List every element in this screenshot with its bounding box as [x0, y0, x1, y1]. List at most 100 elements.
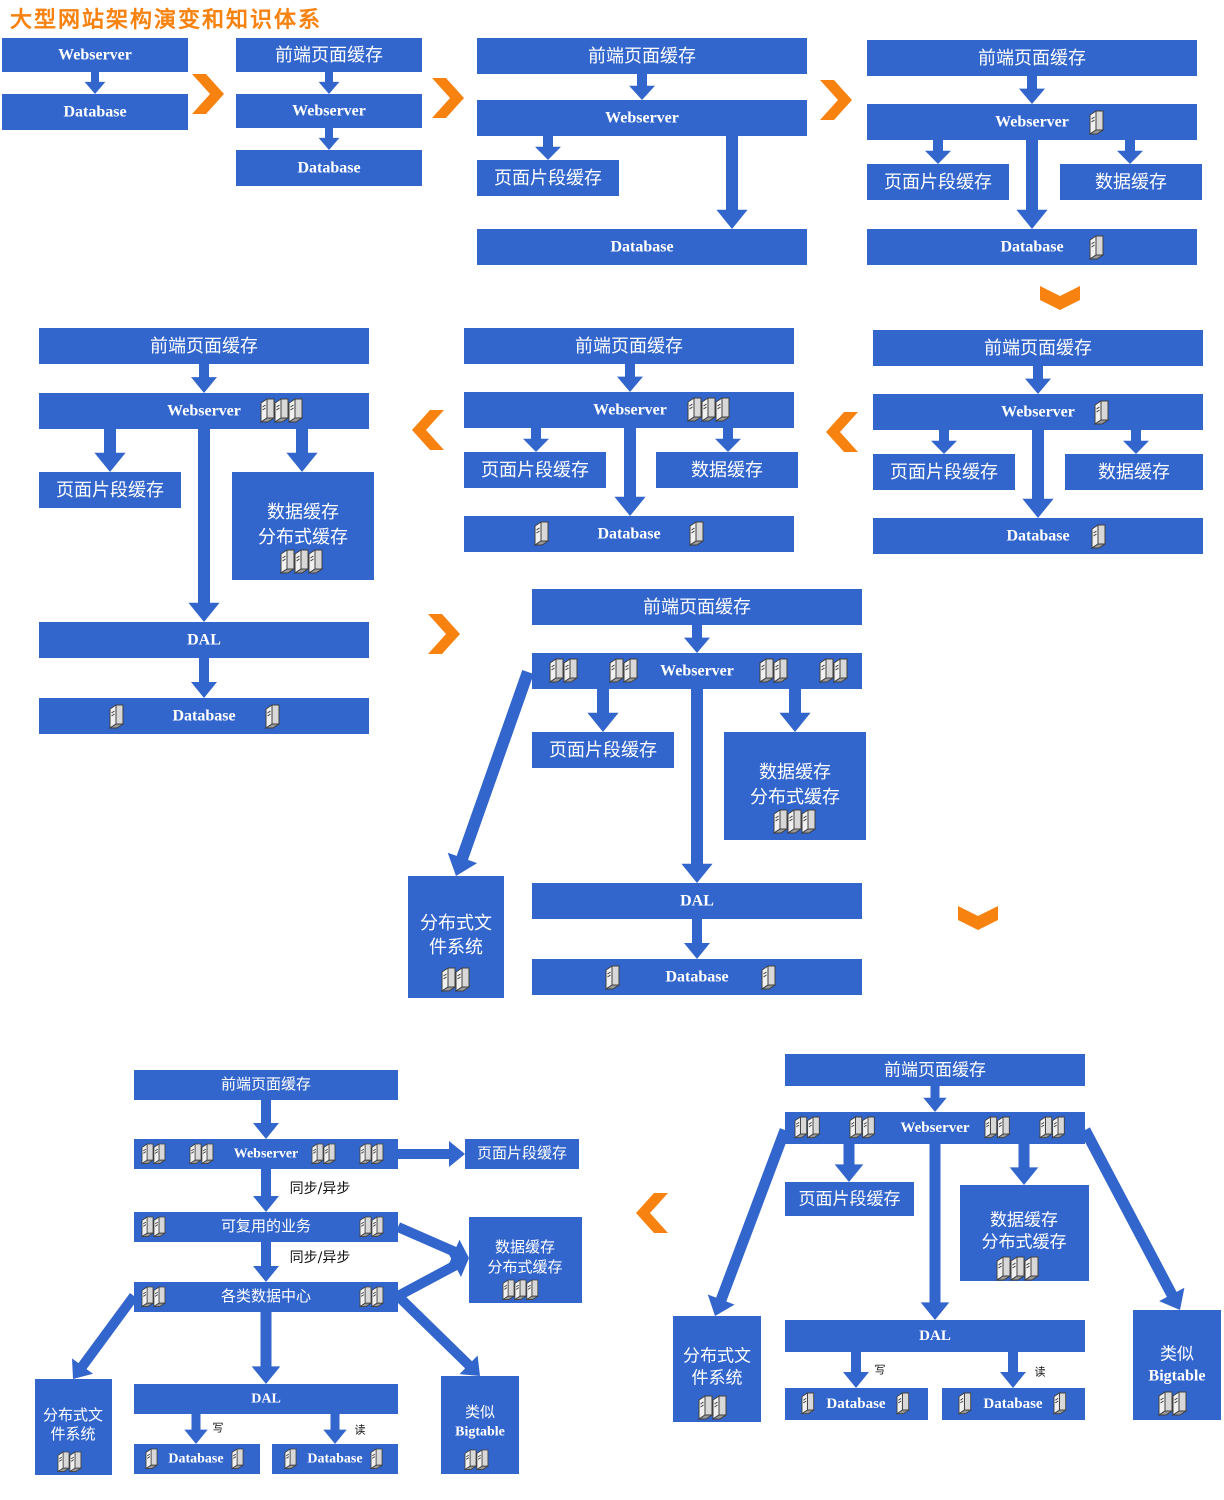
server-icon [688, 521, 705, 546]
chevron-arrow-icon [820, 80, 852, 120]
stage6-fragment-cache-box [464, 452, 606, 488]
server-icon [1052, 1392, 1068, 1415]
server-icon [1171, 1391, 1188, 1416]
flow-arrow [1080, 1127, 1185, 1310]
stage10-sync-async-note-1: 同步/异步 [290, 1181, 351, 1197]
server-icon [370, 1143, 385, 1165]
stage5-data-cache-box [1065, 454, 1203, 490]
stage8-dal-label: DAL [680, 893, 714, 910]
stage4-webserver-box [867, 104, 1197, 140]
server-icon [832, 658, 849, 683]
flow-arrow [523, 428, 549, 452]
server-icon [140, 1143, 155, 1165]
flow-arrow [843, 1352, 869, 1388]
flow-arrow [684, 919, 710, 959]
server-icon [307, 549, 324, 574]
flow-arrow [318, 72, 340, 94]
stage8-dal-box [532, 883, 862, 919]
stage6-database-box [464, 516, 794, 552]
stage10-reusable-business-box [134, 1212, 398, 1242]
flow-arrow [707, 1128, 791, 1316]
flow-arrow [925, 140, 951, 164]
stage10-reusable-business-label: 可复用的业务 [221, 1217, 311, 1235]
server-icon [1088, 235, 1105, 260]
server-icon [548, 658, 565, 683]
server-icon [758, 658, 775, 683]
server-icon [200, 1143, 215, 1165]
stage10-fragment-cache-box [465, 1139, 579, 1169]
flow-arrow [1009, 1144, 1039, 1185]
server-icon [533, 521, 550, 546]
stage6-front-cache-label: 前端页面缓存 [575, 336, 683, 356]
server-icon [370, 1286, 385, 1308]
server-icon [56, 1451, 71, 1473]
stage9-front-cache-box [785, 1054, 1085, 1086]
flow-arrow [396, 1222, 469, 1264]
stage4-data-cache-label: 数据缓存 [1095, 172, 1167, 192]
stage2-database-box [236, 150, 422, 186]
flow-arrow [1000, 1352, 1026, 1388]
stage7-data-cache-label: 数据缓存 [267, 502, 339, 522]
stage9-database-write-label: Database [826, 1396, 886, 1412]
stage7-webserver-box [39, 393, 369, 429]
stage6-webserver-label: Webserver [593, 402, 667, 419]
stage10-sync-async-note-2: 同步/异步 [290, 1250, 351, 1266]
stage4-data-cache-box [1060, 164, 1202, 200]
server-icon [818, 658, 835, 683]
stage4-front-cache-box [867, 40, 1197, 76]
server-icon [501, 1279, 516, 1301]
server-icon [264, 704, 281, 729]
flow-arrow [629, 74, 655, 100]
server-icon [188, 1143, 203, 1165]
server-icon [793, 1116, 809, 1139]
server-icon [995, 1256, 1012, 1281]
stage3-fragment-cache-label: 页面片段缓存 [494, 168, 602, 188]
stage10-read-note: 读 [355, 1423, 366, 1437]
stage4-database-box [867, 229, 1197, 265]
stage7-database-box [39, 698, 369, 734]
server-icon [786, 809, 803, 834]
flow-arrow [535, 136, 561, 160]
stage9-write-note: 写 [875, 1364, 886, 1377]
stage2-front-cache-box [236, 38, 422, 72]
server-icon [697, 1395, 714, 1420]
stage9-fragment-cache-box [785, 1182, 914, 1216]
stage9-distributed-cache-label: 分布式缓存 [982, 1233, 1067, 1252]
stage8-front-cache-label: 前端页面缓存 [643, 597, 751, 617]
stage8-data-cache-label: 数据缓存 [759, 762, 831, 782]
server-icon [140, 1286, 155, 1308]
stage4-webserver-label: Webserver [995, 114, 1069, 131]
stage9-fragment-cache-label: 页面片段缓存 [799, 1190, 901, 1209]
flow-arrow [684, 625, 710, 653]
server-icon [358, 1216, 373, 1238]
stage2-webserver-label: Webserver [292, 103, 366, 120]
stage3-database-box [477, 229, 807, 265]
server-icon [957, 1392, 973, 1415]
stage9-dal-label: DAL [919, 1328, 951, 1344]
chevron-arrow-icon [958, 906, 998, 930]
server-icon [68, 1451, 83, 1473]
stage8-distributed-cache-label: 分布式缓存 [750, 787, 840, 807]
stage10-dfs-label-1: 分布式文 [43, 1407, 103, 1424]
flow-arrow [779, 689, 811, 732]
server-icon [287, 398, 304, 423]
server-icon [369, 1448, 384, 1470]
flow-arrow [253, 1100, 279, 1139]
server-icon [861, 1116, 876, 1139]
stage8-front-cache-box [532, 589, 862, 625]
server-icon [806, 1116, 821, 1139]
stage10-data-cache-label: 数据缓存 [495, 1239, 555, 1256]
flow-arrow [923, 1086, 947, 1112]
stage4-fragment-cache-label: 页面片段缓存 [884, 172, 992, 192]
server-icon [686, 397, 703, 422]
server-icon [358, 1143, 373, 1165]
stage7-front-cache-label: 前端页面缓存 [150, 336, 258, 356]
stage10-bigtable-label-1: 类似 [465, 1404, 495, 1421]
server-icon [370, 1216, 385, 1238]
flow-arrow [286, 429, 318, 472]
stage3-webserver-label: Webserver [605, 110, 679, 127]
flow-arrow [253, 1242, 279, 1282]
server-icon [1038, 1116, 1054, 1139]
server-icon [475, 1449, 490, 1471]
server-icon [983, 1116, 999, 1139]
